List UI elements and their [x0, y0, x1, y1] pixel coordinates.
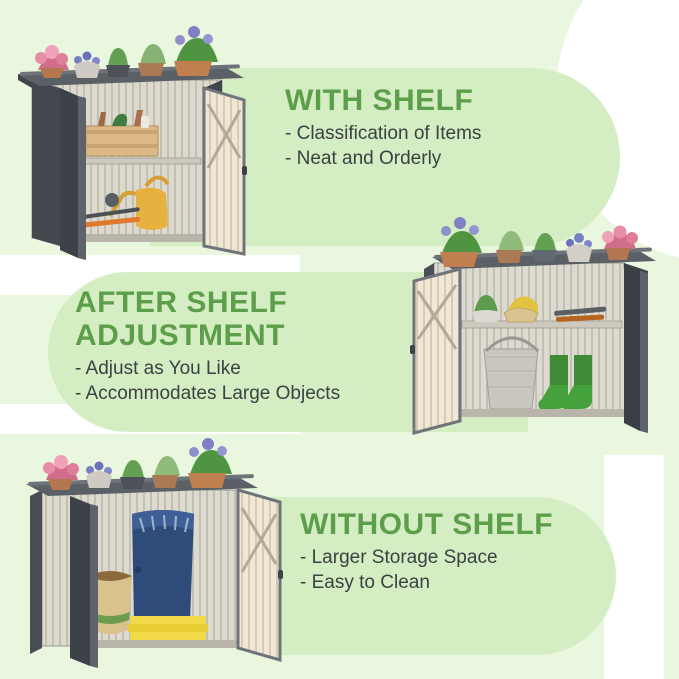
bullet-item: - Larger Storage Space — [300, 547, 498, 568]
product-image-without-shelf — [12, 430, 292, 670]
text-block-after-shelf-adjustment: AFTER SHELF ADJUSTMENT - Adjust as You L… — [75, 286, 340, 406]
bullets-without-shelf: - Larger Storage Space - Easy to Clean — [300, 545, 553, 595]
bullets-after-shelf-adjustment: - Adjust as You Like - Accommodates Larg… — [75, 356, 340, 406]
bullet-item: - Accommodates Large Objects — [75, 383, 341, 404]
bullet-item: - Neat and Orderly — [285, 148, 442, 169]
heading-without-shelf: WITHOUT SHELF — [300, 508, 554, 541]
bullet-item: - Classification of Items — [285, 123, 482, 144]
bullet-item: - Easy to Clean — [300, 572, 430, 593]
text-block-without-shelf: WITHOUT SHELF - Larger Storage Space - E… — [300, 508, 553, 595]
heading-after-shelf-adjustment: AFTER SHELF ADJUSTMENT — [75, 286, 288, 352]
bullets-with-shelf: - Classification of Items - Neat and Ord… — [285, 121, 481, 171]
product-image-with-shelf — [8, 18, 258, 268]
heading-with-shelf: WITH SHELF — [285, 84, 474, 117]
bullet-item: - Adjust as You Like — [75, 358, 241, 379]
panel-without-shelf — [252, 497, 616, 655]
text-block-with-shelf: WITH SHELF - Classification of Items - N… — [285, 84, 481, 171]
product-image-after-shelf-adjustment — [404, 205, 666, 445]
